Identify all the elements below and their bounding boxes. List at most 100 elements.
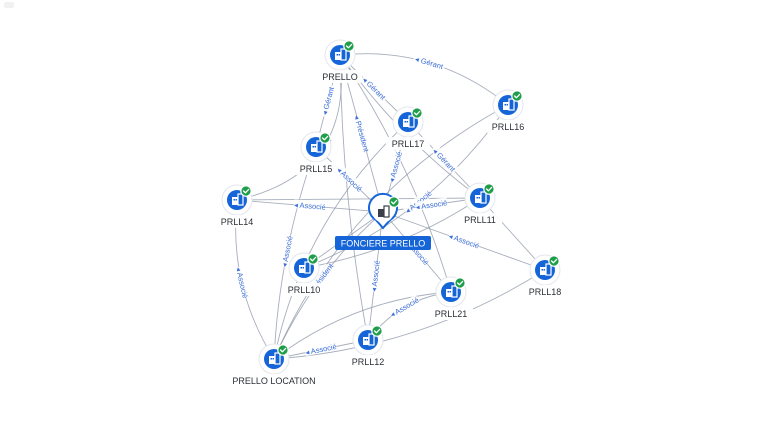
edge-label: ◂ Associé xyxy=(304,340,338,357)
building-tower xyxy=(316,140,323,153)
check-mark xyxy=(309,256,317,262)
node-prll15[interactable]: PRLL15 xyxy=(294,131,338,175)
verified-check-icon xyxy=(371,325,383,337)
building-icon xyxy=(311,140,323,153)
building-window xyxy=(364,339,366,341)
building-body xyxy=(446,289,452,297)
building-tower xyxy=(237,193,244,206)
edge-label-text: ◂ Associé xyxy=(305,342,338,357)
building-tower xyxy=(451,285,458,298)
verified-check-icon xyxy=(511,90,523,102)
building-body xyxy=(269,356,275,364)
node-label: PRLL15 xyxy=(300,164,333,174)
edge-label: ◂ Associé xyxy=(368,259,382,293)
building-tower xyxy=(274,352,281,365)
check-mark xyxy=(279,347,287,353)
building-icon xyxy=(403,115,415,128)
building-icon xyxy=(540,263,552,276)
building-icon xyxy=(335,48,347,61)
building-tower xyxy=(340,48,347,61)
edge-label-text: ◂ Associé xyxy=(294,200,326,212)
node-center-fonciere-prello[interactable]: FONCIERE PRELLO xyxy=(335,192,431,250)
building-window xyxy=(404,121,406,123)
node-label-bg xyxy=(429,307,473,320)
edge-label-bg xyxy=(412,52,447,71)
verified-check-icon xyxy=(240,185,252,197)
edge-label: ◂ Associé xyxy=(414,197,448,212)
edge-label: ◂ Gérant xyxy=(318,84,336,118)
node-label-bg xyxy=(282,283,326,296)
node-label-bg xyxy=(225,374,323,387)
node-prll16[interactable]: PRLL16 xyxy=(486,89,530,133)
building-window xyxy=(300,267,302,269)
building-window xyxy=(235,199,237,201)
building-window xyxy=(506,104,508,106)
verified-check-icon xyxy=(454,277,466,289)
edge-label-bg xyxy=(447,230,481,250)
edge-label-text: ◂ Associé xyxy=(387,151,404,184)
building-body xyxy=(403,119,409,127)
building-window xyxy=(476,197,478,199)
building-body xyxy=(299,265,305,273)
node-prll14[interactable]: PRLL14 xyxy=(215,184,259,228)
node-label-bg xyxy=(523,285,567,298)
node-label: PRLL12 xyxy=(352,357,385,367)
node-label: PRLL17 xyxy=(392,139,425,149)
edge-label-text: ◂ Gérant xyxy=(361,75,388,102)
check-mark xyxy=(345,43,353,49)
building-window xyxy=(270,358,272,360)
building-body xyxy=(540,267,546,275)
verified-check-icon xyxy=(483,183,495,195)
check-mark xyxy=(413,110,421,116)
edge-label: ◂ Associé xyxy=(293,199,327,212)
check-mark xyxy=(321,135,329,141)
edge-label-text: ◂ Gérant xyxy=(414,54,445,71)
building-window xyxy=(504,104,506,106)
node-prll12[interactable]: PRLL12 xyxy=(346,324,390,368)
check-mark xyxy=(550,258,558,264)
building-window xyxy=(478,197,480,199)
building-tower xyxy=(383,205,390,218)
edge-label-bg xyxy=(353,116,372,150)
node-label-bg xyxy=(386,137,430,150)
node-prll18[interactable]: PRLL18 xyxy=(523,254,567,298)
building-window xyxy=(541,269,543,271)
node-prello[interactable]: PRELLO xyxy=(318,39,362,83)
node-label-bg xyxy=(318,70,362,83)
node-label: PRELLO LOCATION xyxy=(232,376,315,386)
edge-label: ◂ Associé xyxy=(447,230,481,251)
building-icon xyxy=(503,98,515,111)
building-tower xyxy=(545,263,552,276)
node-prello-location[interactable]: PRELLO LOCATION xyxy=(225,343,323,387)
node-prll11[interactable]: PRLL11 xyxy=(458,182,502,226)
verified-check-icon xyxy=(411,107,423,119)
node-prll17[interactable]: PRLL17 xyxy=(386,106,430,150)
check-mark xyxy=(485,186,493,192)
building-body xyxy=(232,197,238,205)
edge-label: ◂ Gérant xyxy=(412,52,447,71)
node-prll21[interactable]: PRLL21 xyxy=(429,276,473,320)
node-label-bg xyxy=(486,120,530,133)
building-window xyxy=(272,358,274,360)
corner-artifact xyxy=(4,2,14,8)
building-tower xyxy=(408,115,415,128)
node-label: PRLL16 xyxy=(492,122,525,132)
node-label: PRLL10 xyxy=(288,285,321,295)
edge-prello_location-prll18 xyxy=(273,269,546,360)
building-window xyxy=(302,267,304,269)
verified-check-icon xyxy=(548,255,560,267)
edge-label-bg xyxy=(318,84,336,118)
verified-check-icon xyxy=(319,132,331,144)
building-icon xyxy=(232,193,244,206)
verified-check-icon xyxy=(388,196,400,208)
building-icon xyxy=(363,333,375,346)
building-tower xyxy=(368,333,375,346)
edge-label-bg xyxy=(414,197,448,211)
building-window xyxy=(406,121,408,123)
center-label-bg xyxy=(335,236,431,250)
edge-prello_location-prll17 xyxy=(273,121,409,360)
building-body xyxy=(378,209,384,217)
node-prll10[interactable]: PRLL10 xyxy=(282,252,326,296)
